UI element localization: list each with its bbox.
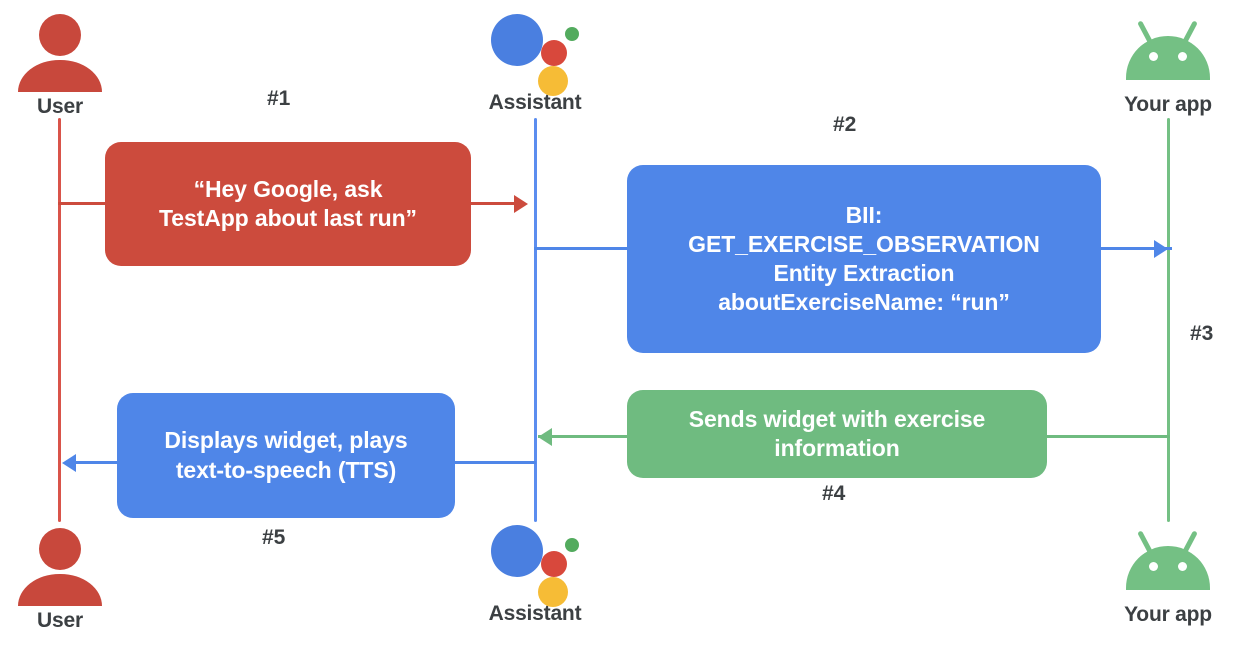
assistant-dot-yellow-icon <box>538 66 568 96</box>
android-icon <box>1122 528 1214 600</box>
message-line: text-to-speech (TTS) <box>175 456 397 483</box>
android-eye-right-icon <box>1178 52 1187 61</box>
user-icon-body <box>18 60 102 92</box>
message-line: Entity Extraction <box>773 260 955 286</box>
actor-label-user-bottom: User <box>37 609 83 632</box>
actor-assistant-top: Assistant <box>455 10 615 113</box>
message-box-step-5[interactable]: Displays widget, plays text-to-speech (T… <box>117 393 455 518</box>
message-line: Sends widget with exercise <box>688 405 986 432</box>
google-assistant-icon <box>489 521 581 607</box>
actor-label-user-top: User <box>37 95 83 118</box>
assistant-dot-red-icon <box>541 40 567 66</box>
actor-label-assistant-top: Assistant <box>488 91 582 114</box>
message-line: “Hey Google, ask <box>193 175 383 202</box>
android-head-icon <box>1126 36 1210 80</box>
arrowhead-step-5 <box>62 454 76 472</box>
connector-step-3 <box>1096 247 1172 250</box>
android-eye-left-icon <box>1149 52 1158 61</box>
user-icon-head <box>39 528 81 570</box>
message-line: information <box>774 435 900 461</box>
step-number-5: #5 <box>262 526 286 549</box>
actor-your-app-top: Your app <box>1088 18 1244 115</box>
connector-step-2-in <box>534 247 634 250</box>
step-number-2: #2 <box>833 113 857 136</box>
message-box-step-1[interactable]: “Hey Google, ask TestApp about last run” <box>105 142 471 266</box>
step-number-1: #1 <box>267 87 291 110</box>
actor-label-assistant-bottom: Assistant <box>488 602 582 625</box>
lifeline-your-app <box>1167 118 1170 522</box>
android-icon <box>1122 18 1214 90</box>
user-icon-head <box>39 14 81 56</box>
assistant-dot-red-icon <box>541 551 567 577</box>
step-number-3: #3 <box>1190 322 1214 345</box>
arrowhead-step-3 <box>1154 240 1168 258</box>
assistant-dot-blue-icon <box>491 525 543 577</box>
lifeline-assistant <box>534 118 537 522</box>
assistant-dot-green-icon <box>565 538 579 552</box>
android-eye-right-icon <box>1178 562 1187 571</box>
actor-assistant-bottom: Assistant <box>455 521 615 624</box>
message-line: BII: <box>845 201 883 228</box>
android-head-icon <box>1126 546 1210 590</box>
assistant-dot-yellow-icon <box>538 577 568 607</box>
message-line: Displays widget, plays <box>164 427 408 454</box>
message-line: GET_EXERCISE_OBSERVATION <box>688 230 1040 257</box>
message-line: aboutExerciseName: “run” <box>718 289 1010 316</box>
lifeline-user <box>58 118 61 522</box>
user-icon <box>18 14 102 92</box>
actor-user-top: User <box>0 14 140 117</box>
assistant-dot-green-icon <box>565 27 579 41</box>
message-line: TestApp about last run” <box>159 205 417 231</box>
actor-your-app-bottom: Your app <box>1088 528 1244 625</box>
user-icon <box>18 528 102 606</box>
actor-label-your-app-top: Your app <box>1124 93 1212 116</box>
arrowhead-step-1 <box>514 195 528 213</box>
user-icon-body <box>18 574 102 606</box>
arrowhead-step-4 <box>538 428 552 446</box>
message-box-step-4[interactable]: Sends widget with exercise information <box>627 390 1047 478</box>
actor-label-your-app-bottom: Your app <box>1124 603 1212 626</box>
actor-user-bottom: User <box>0 528 140 631</box>
assistant-dot-blue-icon <box>491 14 543 66</box>
android-eye-left-icon <box>1149 562 1158 571</box>
message-box-step-2[interactable]: BII: GET_EXERCISE_OBSERVATION Entity Ext… <box>627 165 1101 353</box>
google-assistant-icon <box>489 10 581 96</box>
step-number-4: #4 <box>822 482 846 505</box>
